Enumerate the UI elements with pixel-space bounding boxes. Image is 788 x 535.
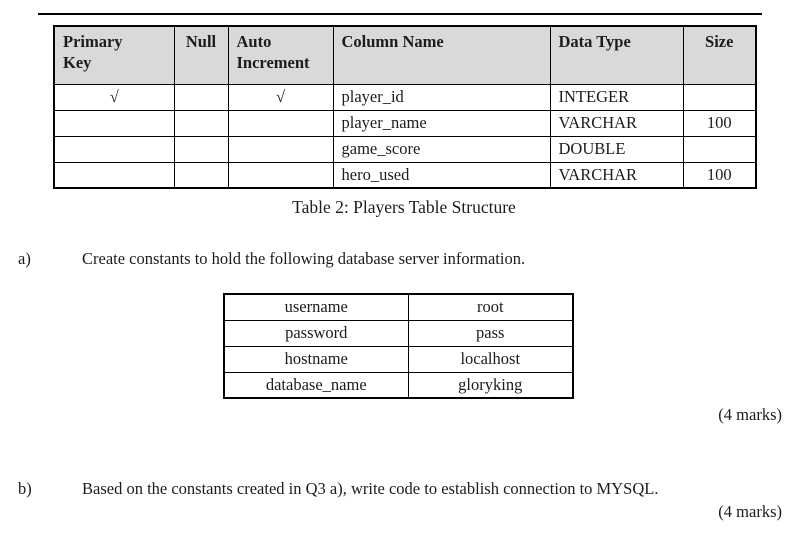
constants-table-row: database_name gloryking (223, 371, 574, 399)
question-b: b) Based on the constants created in Q3 … (18, 479, 770, 499)
cell-data-type: INTEGER (549, 83, 684, 111)
cell-null (173, 83, 229, 111)
cell-null (173, 109, 229, 137)
header-data-type: Data Type (549, 25, 684, 85)
constant-value: pass (407, 319, 574, 347)
cell-auto-increment: √ (227, 83, 334, 111)
cell-column-name: game_score (332, 135, 551, 163)
cell-data-type: VARCHAR (549, 109, 684, 137)
cell-auto-increment (227, 109, 334, 137)
cell-size (682, 83, 757, 111)
cell-null (173, 161, 229, 189)
players-table: Primary Key Null Auto Increment Column N… (53, 25, 757, 189)
question-b-label: b) (18, 479, 32, 498)
constants-table-row: password pass (223, 319, 574, 347)
players-table-header-row: Primary Key Null Auto Increment Column N… (53, 25, 757, 85)
header-column-name: Column Name (332, 25, 551, 85)
cell-primary-key: √ (53, 83, 175, 111)
players-table-row: player_name VARCHAR 100 (53, 109, 757, 137)
constants-table: username root password pass hostname loc… (223, 293, 574, 399)
cell-primary-key (53, 135, 175, 163)
constant-key: database_name (223, 371, 409, 399)
constant-key: hostname (223, 345, 409, 373)
constants-table-row: hostname localhost (223, 345, 574, 373)
cell-column-name: player_id (332, 83, 551, 111)
cell-primary-key (53, 109, 175, 137)
question-a: a) Create constants to hold the followin… (18, 249, 770, 269)
cell-column-name: player_name (332, 109, 551, 137)
cell-data-type: VARCHAR (549, 161, 684, 189)
marks-a: (4 marks) (718, 405, 782, 424)
horizontal-rule (38, 13, 762, 15)
table-caption: Table 2: Players Table Structure (292, 197, 516, 217)
players-table-row: game_score DOUBLE (53, 135, 757, 163)
cell-data-type: DOUBLE (549, 135, 684, 163)
question-a-text: Create constants to hold the following d… (82, 249, 526, 268)
constant-value: root (407, 293, 574, 321)
constant-value: localhost (407, 345, 574, 373)
cell-auto-increment (227, 161, 334, 189)
header-size: Size (682, 25, 757, 85)
header-null: Null (173, 25, 229, 85)
cell-null (173, 135, 229, 163)
cell-size (682, 135, 757, 163)
constant-key: password (223, 319, 409, 347)
cell-primary-key (53, 161, 175, 189)
constant-key: username (223, 293, 409, 321)
header-auto-increment: Auto Increment (227, 25, 334, 85)
constants-table-row: username root (223, 293, 574, 321)
players-table-row: hero_used VARCHAR 100 (53, 161, 757, 189)
header-primary-key: Primary Key (53, 25, 175, 85)
constant-value: gloryking (407, 371, 574, 399)
marks-b: (4 marks) (718, 502, 782, 521)
players-table-row: √ √ player_id INTEGER (53, 83, 757, 111)
cell-column-name: hero_used (332, 161, 551, 189)
cell-size: 100 (682, 161, 757, 189)
cell-size: 100 (682, 109, 757, 137)
question-b-text: Based on the constants created in Q3 a),… (82, 479, 659, 498)
question-a-label: a) (18, 249, 31, 268)
cell-auto-increment (227, 135, 334, 163)
